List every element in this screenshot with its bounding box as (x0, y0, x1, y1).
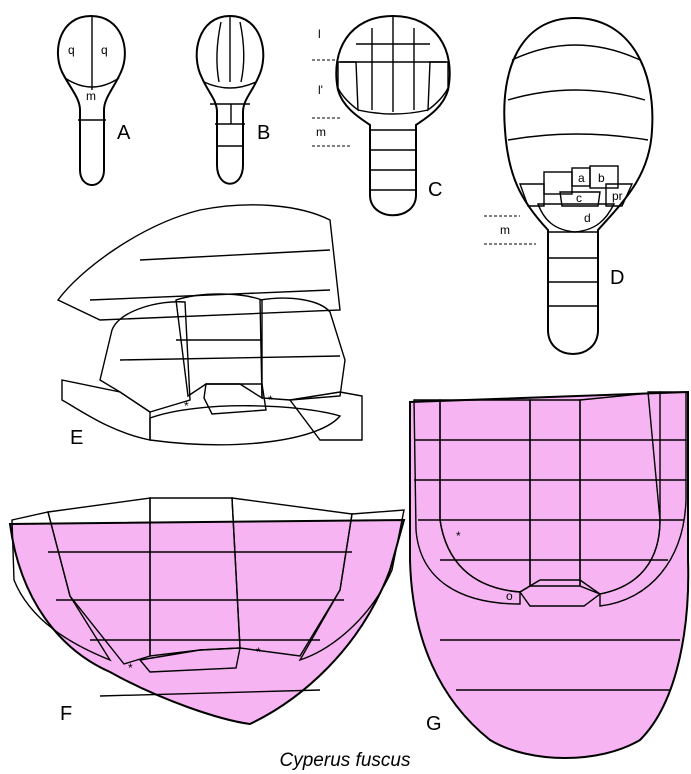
panel-g-star: * (456, 529, 461, 543)
panel-e-red-cells (204, 384, 266, 414)
panel-d-label-pr: pr (612, 189, 623, 203)
panel-e-letter: E (70, 427, 83, 449)
panel-c-letter: C (428, 179, 442, 201)
panel-a-label-q-left: q (68, 43, 75, 57)
figure-title: Cyperus fuscus (280, 750, 411, 771)
panel-f-letter: F (60, 703, 72, 725)
panel-b-letter: B (257, 122, 270, 144)
panel-a: q q m A (58, 16, 131, 185)
panel-f-star-left: * (128, 661, 133, 675)
panel-g: * o G (410, 392, 688, 758)
panel-g-letter: G (426, 713, 442, 735)
panel-c: l l' m C (312, 16, 450, 215)
panel-e-upper-cells (58, 205, 340, 320)
panel-d: a b c pr d m D (484, 18, 652, 354)
panel-d-label-d: d (584, 211, 591, 225)
panel-b: B (197, 16, 271, 184)
panel-e-star-right: * (268, 393, 273, 407)
panel-d-label-c: c (576, 191, 582, 205)
panel-e-star-left: * (184, 399, 189, 413)
panel-e: * * E (58, 205, 362, 449)
panel-c-label-m: m (316, 125, 326, 139)
panel-d-label-a: a (578, 171, 585, 185)
panel-f-star-right: * (256, 645, 261, 659)
panel-d-letter: D (610, 267, 624, 289)
panel-c-label-l: l (318, 27, 321, 41)
panel-g-pink-region (410, 392, 688, 758)
panel-g-circle: o (506, 589, 513, 603)
panel-d-label-m: m (500, 223, 510, 237)
panel-a-letter: A (117, 122, 131, 144)
panel-f: * * F (10, 498, 404, 725)
panel-d-label-b: b (598, 171, 605, 185)
panel-a-label-m: m (86, 89, 96, 103)
panel-c-label-l-prime: l' (318, 83, 323, 97)
panel-a-label-q-right: q (101, 43, 108, 57)
